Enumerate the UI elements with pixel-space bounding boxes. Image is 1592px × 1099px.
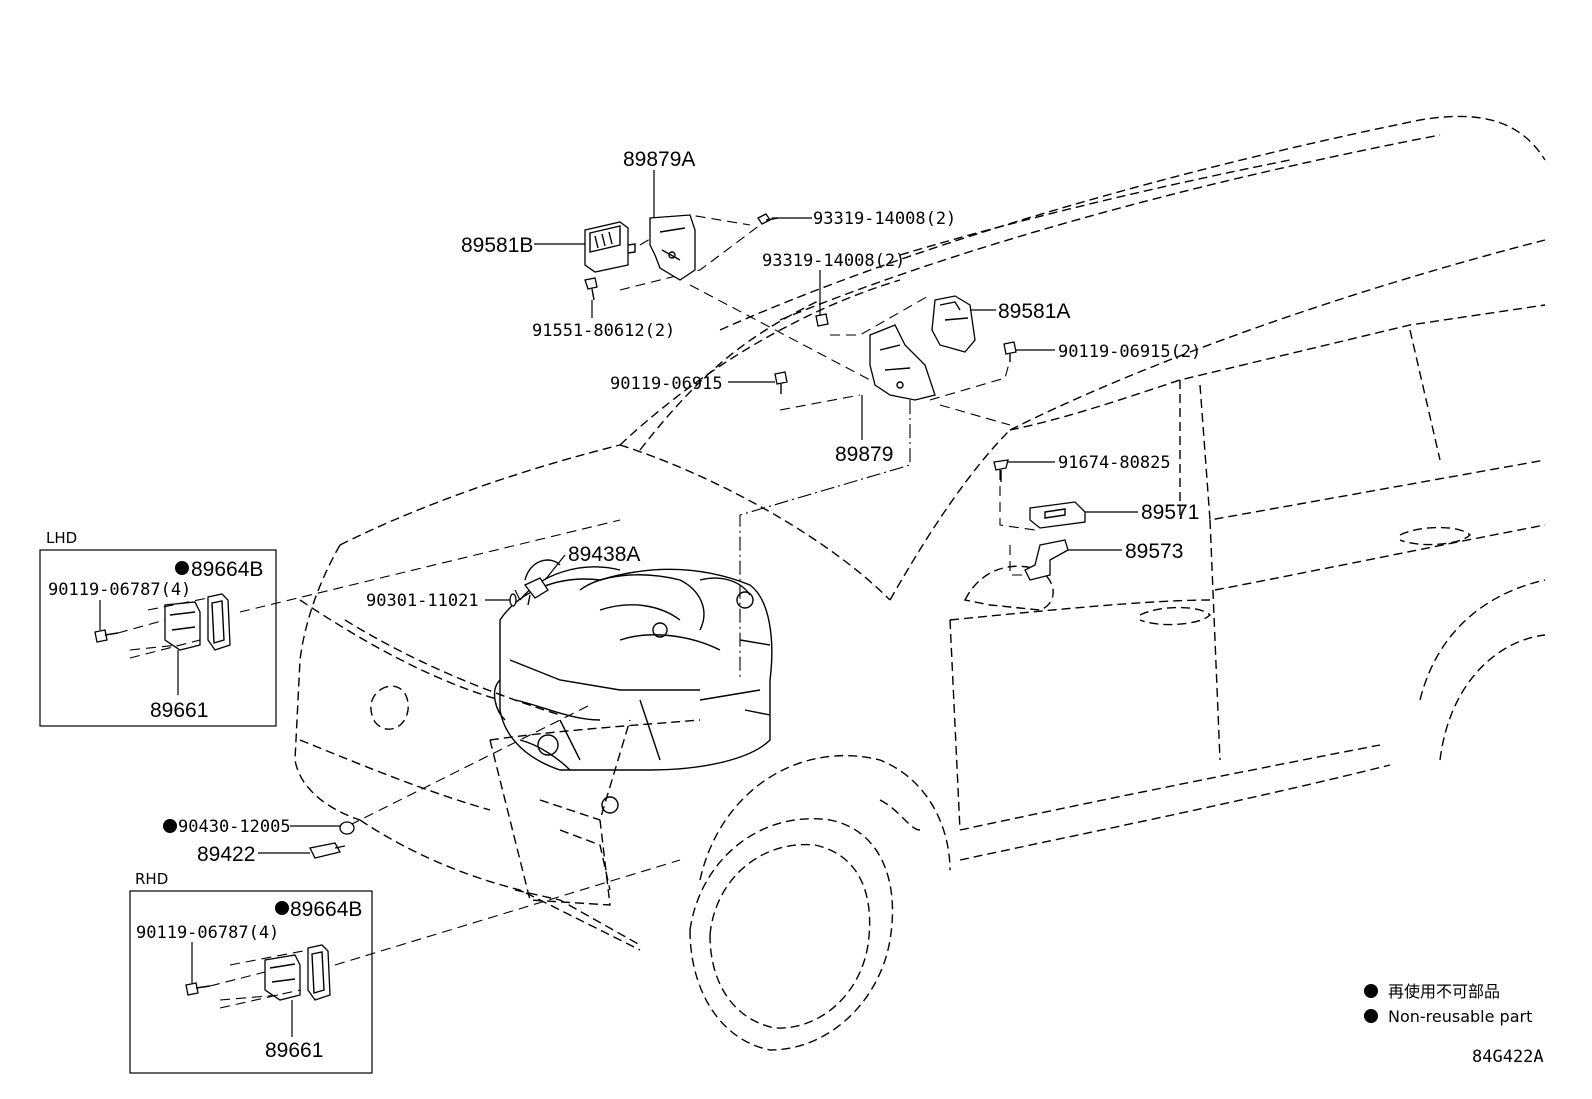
part-labels: 89879A 89581B 93319-14008(2) 93319-14008… <box>46 148 1201 1062</box>
diagram-code: 84G422A <box>1472 1047 1544 1067</box>
label-lhd-90119: 90119-06787(4) <box>48 580 191 600</box>
module-89571 <box>1029 501 1086 529</box>
label-rhd-89661: 89661 <box>265 1039 323 1062</box>
legend-text-jp: 再使用不可部品 <box>1388 982 1500 1001</box>
legend-text-en: Non-reusable part <box>1388 1007 1532 1026</box>
label-91674: 91674-80825 <box>1058 453 1171 473</box>
sensor-89422 <box>309 842 346 859</box>
legend: 再使用不可部品 Non-reusable part <box>1364 982 1532 1026</box>
gasket-90430 <box>339 821 355 835</box>
non-reusable-marker <box>275 901 289 915</box>
ecu-89581a <box>931 295 976 353</box>
lhd-box <box>39 549 277 727</box>
leader-lines <box>258 170 1138 854</box>
bolt-91551 <box>584 277 598 301</box>
label-lhd-89661: 89661 <box>150 699 208 722</box>
label-89422: 89422 <box>197 843 255 866</box>
label-89438a: 89438A <box>568 543 640 566</box>
rhd-title: RHD <box>135 870 168 888</box>
label-90119-06915: 90119-06915 <box>610 374 723 394</box>
bolt-93319-mid <box>815 313 829 327</box>
label-90301: 90301-11021 <box>366 591 479 611</box>
bracket-89573 <box>1024 539 1069 581</box>
label-90119-06915-2: 90119-06915(2) <box>1058 342 1201 362</box>
non-reusable-marker <box>163 819 177 833</box>
legend-marker-jp <box>1364 984 1378 998</box>
label-89571: 89571 <box>1141 501 1199 524</box>
label-89581b: 89581B <box>461 234 533 257</box>
label-93319-mid: 93319-14008(2) <box>762 251 905 271</box>
label-89879a: 89879A <box>623 148 695 171</box>
bracket-89879a <box>649 214 696 281</box>
engine-block <box>493 559 773 814</box>
vehicle-outline <box>294 115 1546 1051</box>
label-89581a: 89581A <box>998 300 1070 323</box>
lhd-title: LHD <box>46 529 77 547</box>
screw-91674 <box>993 459 1009 482</box>
label-93319-top: 93319-14008(2) <box>813 209 956 229</box>
label-rhd-89664b: 89664B <box>290 898 362 921</box>
label-89879: 89879 <box>835 443 893 466</box>
label-91551: 91551-80612(2) <box>532 321 675 341</box>
bracket-89879 <box>869 324 936 401</box>
label-lhd-89664b: 89664B <box>191 558 263 581</box>
ecu-89581b <box>584 221 636 273</box>
oring-90301 <box>509 593 517 607</box>
label-90430: 90430-12005 <box>178 817 291 837</box>
non-reusable-marker <box>175 561 189 575</box>
legend-marker-en <box>1364 1009 1378 1023</box>
label-rhd-90119: 90119-06787(4) <box>136 923 279 943</box>
bolt-90119-06915 <box>774 371 788 394</box>
sensor-89438a <box>523 577 549 606</box>
rhd-box <box>129 890 373 1074</box>
label-89573: 89573 <box>1125 540 1183 563</box>
bolt-90119-06915-2 <box>1003 341 1017 362</box>
bolt-93319-top <box>757 213 779 225</box>
